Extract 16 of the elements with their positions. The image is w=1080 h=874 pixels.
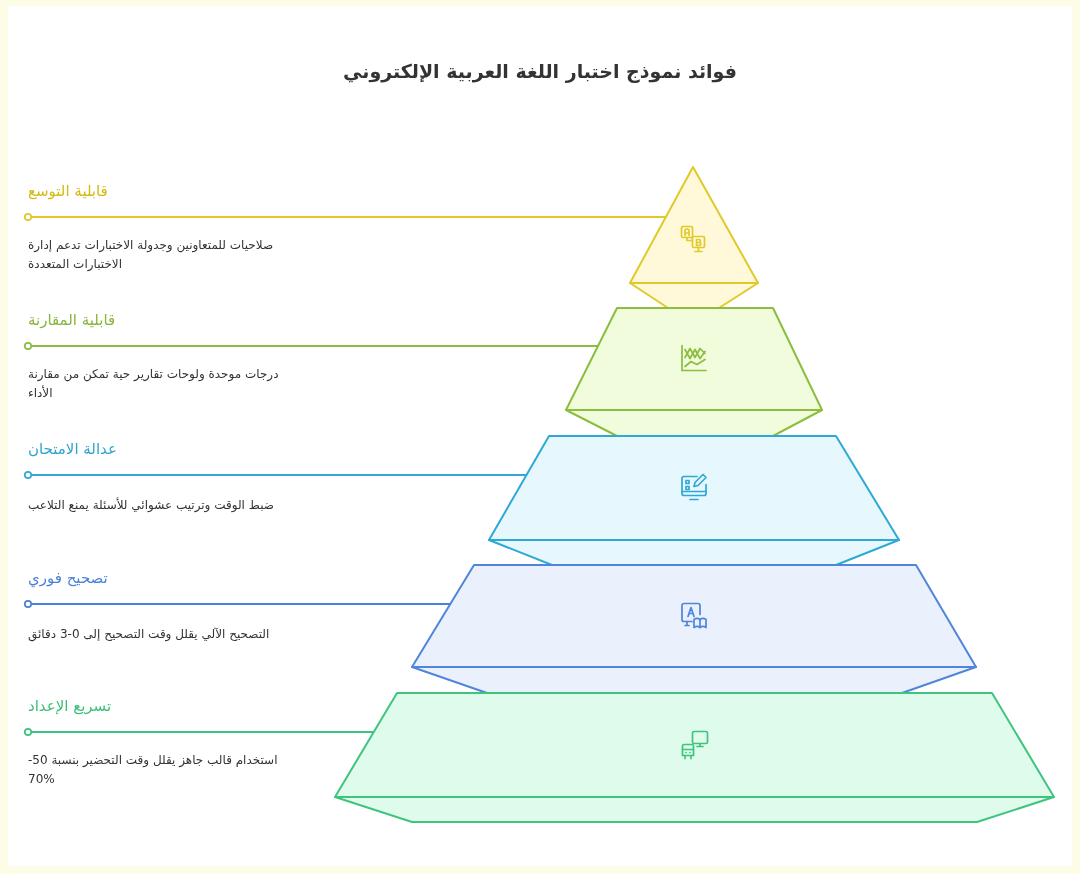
heading: تسريع الإعداد xyxy=(28,696,112,717)
heading: عدالة الامتحان xyxy=(28,439,117,460)
leader-line xyxy=(23,212,667,222)
description: استخدام قالب جاهز يقلل وقت التحضير بنسبة 50-70% xyxy=(28,752,279,788)
heading: قابلية المقارنة xyxy=(28,310,116,331)
leader-line xyxy=(23,341,599,351)
description: ضبط الوقت وترتيب عشوائي للأسئلة يمنع التلاعب xyxy=(28,496,274,515)
leader-line xyxy=(23,599,452,609)
leader-line xyxy=(23,470,528,480)
heading: قابلية التوسع xyxy=(28,181,108,202)
description: درجات موحدة ولوحات تقارير حية تمكن من مقارنة الأداء xyxy=(28,366,280,402)
description: التصحيح الآلي يقلل وقت التصحيح إلى 0-3 دقائق xyxy=(28,626,270,644)
title: فوائد نموذج اختبار اللغة العربية الإلكتروني xyxy=(343,59,737,84)
leader-line xyxy=(23,727,375,737)
heading: تصحيح فوري xyxy=(28,568,108,589)
description: صلاحيات للمتعاونين وجدولة الاختبارات تدعم إدارة الاختبارات المتعددة xyxy=(28,237,275,273)
